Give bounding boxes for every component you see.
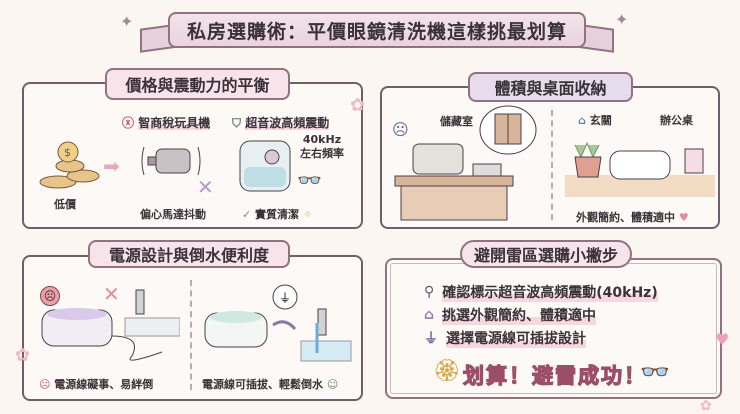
award-badge-icon: 🏵	[433, 359, 461, 384]
storage-label: 儲藏室	[440, 115, 473, 128]
clean-label: ✓ 實質清潔 ✧	[242, 208, 313, 221]
panel-title-tips: 避開雷區選購小撇步	[460, 240, 632, 268]
svg-text:$: $	[64, 146, 71, 159]
heart-icon: ♥	[675, 211, 689, 224]
check-icon: ✓	[242, 208, 256, 221]
shield-check-icon: ⛉	[232, 116, 246, 130]
bad-label: ⓧ 智商稅玩具機	[122, 116, 211, 130]
smile-face-icon: ☺	[323, 378, 339, 391]
angry-face-icon: ☹	[40, 286, 60, 306]
machine-with-tangled-cord-icon	[41, 289, 180, 361]
coins-icon: $	[39, 141, 100, 189]
x-mark-icon: ✕	[103, 282, 120, 306]
x-circle-icon: ⓧ	[122, 116, 139, 130]
flower-icon: ✿	[15, 345, 31, 366]
page-title: 私房選購術：平價眼鏡清洗機這樣挑最划算	[168, 12, 586, 48]
heart-icon: ♥	[715, 330, 730, 349]
ultrasonic-cleaner-icon	[239, 140, 291, 192]
flower-icon: ✿	[700, 398, 712, 414]
entrance-label: ⌂ 玄關	[578, 114, 612, 127]
detachable-cord-and-sink-icon: ⏚	[204, 284, 352, 362]
house-icon: ⌂	[578, 114, 590, 127]
sad-face-icon: ☹	[392, 120, 409, 139]
vibrating-motor-icon	[141, 146, 201, 176]
sparkle-icon: ✦	[120, 12, 134, 31]
glasses-icon: 👓	[640, 358, 670, 386]
house-icon: ⌂	[424, 307, 435, 323]
tip-item: ⌂挑選外觀簡約、體積適中	[424, 305, 597, 325]
freq-value: 40kHz	[302, 133, 342, 146]
motor-label: 偏心馬達抖動	[140, 208, 206, 221]
panel-title-price: 價格與震動力的平衡	[105, 68, 290, 100]
svg-text:⏚: ⏚	[279, 291, 291, 305]
tidy-desk-icon	[565, 141, 715, 197]
good-power-label: 電源線可插拔、輕鬆倒水 ☺	[202, 378, 339, 391]
desk-label: 辦公桌	[660, 114, 693, 127]
plug-icon: ⏚	[424, 331, 438, 347]
divider	[551, 110, 553, 220]
bad-power-label: ☹ 電源線礙事、易絆倒	[39, 378, 154, 391]
magnifier-icon: ⚲	[424, 284, 435, 300]
freq-label: 左右頻率	[300, 147, 344, 160]
tip-item: ⚲確認標示超音波高頻震動(40kHz)	[424, 282, 658, 302]
tip-item: ⏚選擇電源線可插拔設計	[424, 328, 586, 348]
desk-with-bulky-machine-icon	[394, 143, 514, 221]
panel-title-size: 體積與桌面收納	[468, 72, 633, 102]
angry-face-small-icon: ☹	[39, 378, 55, 391]
low-price-label: 低價	[54, 198, 76, 211]
sparkle-icon: ✦	[615, 10, 629, 29]
sparkle-icon: ✧	[299, 208, 313, 221]
good-label: ⛉ 超音波高頻震動	[232, 116, 330, 130]
size-caption: 外觀簡約、體積適中 ♥	[576, 211, 689, 224]
glasses-icon: 👓	[297, 168, 322, 192]
x-mark-icon: ✕	[197, 175, 214, 199]
divider	[190, 280, 192, 390]
storage-cabinet-thought-icon	[479, 105, 537, 155]
arrow-right-icon: ➡	[103, 154, 120, 178]
final-slogan: 划算！避雷成功！	[462, 363, 647, 388]
flower-icon: ✿	[350, 95, 366, 116]
panel-title-power: 電源設計與倒水便利度	[88, 240, 290, 268]
